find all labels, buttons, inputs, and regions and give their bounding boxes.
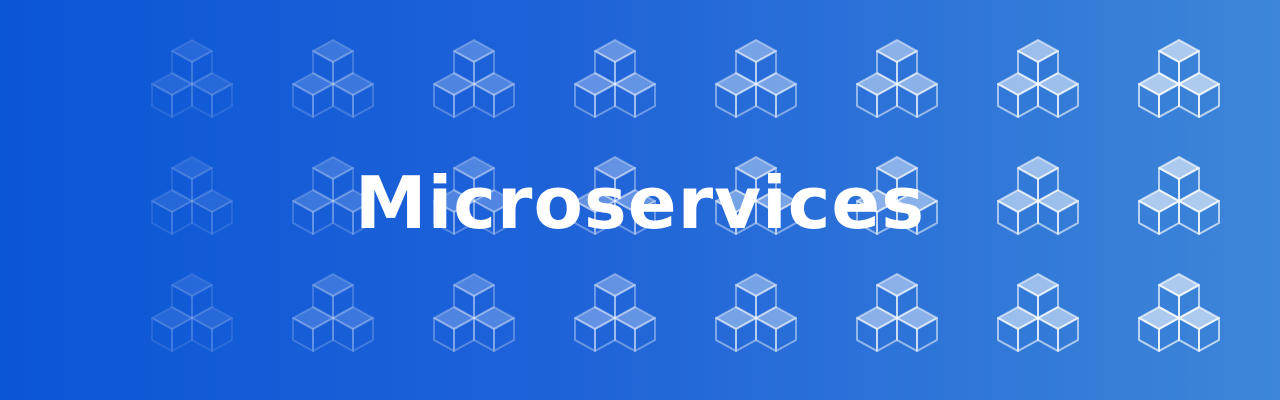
- stacked-cubes-icon: [573, 155, 657, 247]
- stacked-cubes-icon: [150, 155, 234, 247]
- stacked-cubes-icon: [855, 38, 939, 130]
- stacked-cubes-icon: [996, 272, 1080, 364]
- stacked-cubes-icon: [996, 38, 1080, 130]
- stacked-cubes-icon: [855, 272, 939, 364]
- stacked-cubes-icon: [291, 272, 375, 364]
- stacked-cubes-icon: [573, 272, 657, 364]
- stacked-cubes-icon: [150, 272, 234, 364]
- stacked-cubes-icon: [432, 155, 516, 247]
- stacked-cubes-icon: [573, 38, 657, 130]
- stacked-cubes-icon: [996, 155, 1080, 247]
- stacked-cubes-icon: [1137, 155, 1221, 247]
- page-title: Microservices: [354, 161, 926, 245]
- stacked-cubes-icon: [1137, 38, 1221, 130]
- stacked-cubes-icon: [714, 38, 798, 130]
- stacked-cubes-icon: [150, 38, 234, 130]
- stacked-cubes-icon: [432, 38, 516, 130]
- stacked-cubes-icon: [855, 155, 939, 247]
- stacked-cubes-icon: [1137, 272, 1221, 364]
- stacked-cubes-icon: [291, 155, 375, 247]
- stacked-cubes-icon: [714, 272, 798, 364]
- stacked-cubes-icon: [714, 155, 798, 247]
- stacked-cubes-icon: [432, 272, 516, 364]
- stacked-cubes-icon: [291, 38, 375, 130]
